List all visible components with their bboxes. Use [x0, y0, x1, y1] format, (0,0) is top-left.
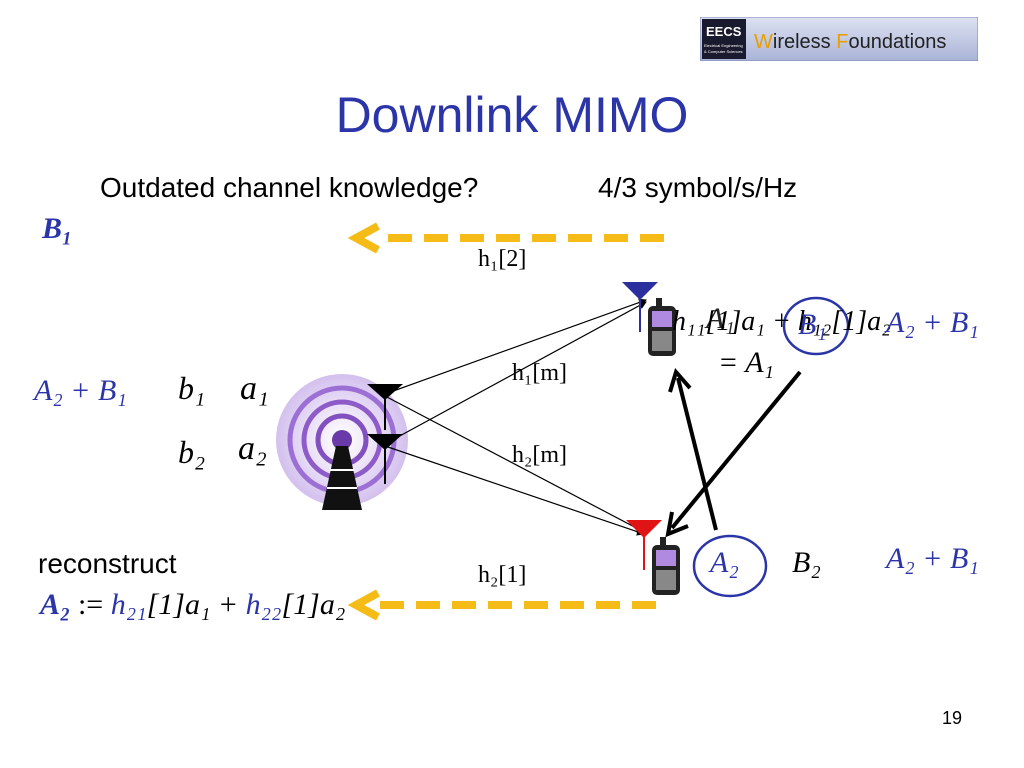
recon-h22: h₂₂ [245, 588, 282, 621]
label-h1-m: h₁[m] [512, 360, 568, 386]
label-b1-symbol: b₁ [178, 370, 206, 406]
rx1-a1-overlay: A₁ [706, 302, 735, 335]
logo-w: W [754, 31, 773, 53]
recon-mid-2: [1]a₂ [281, 588, 346, 621]
subtitle-rate: 4/3 symbol/s/Hz [598, 172, 798, 203]
logo-tag: EECS [706, 24, 742, 39]
exchange-arrows [665, 367, 802, 538]
b1-circle [782, 296, 850, 356]
rx1-equals-a1: = A₁ [718, 346, 774, 379]
rx2-phone-icon [652, 537, 680, 595]
bottom-yellow-arrow [347, 589, 656, 621]
recon-assign: := [70, 588, 111, 621]
label-b1-top: B₁ [42, 212, 73, 245]
label-b2-symbol: b₂ [178, 434, 206, 470]
rx1-a2-plus-b1: A₂ + B₁ [886, 306, 979, 339]
slide-title: Downlink MIMO [335, 87, 689, 143]
label-a2-symbol: a₂ [238, 430, 267, 467]
rx2-antenna-icon [626, 520, 662, 570]
label-a1-symbol: a₁ [240, 370, 269, 407]
rx1-b1-circled: B₁ [798, 308, 827, 341]
rx1-phone-icon [648, 298, 676, 356]
rx1-expression: h₁₁[1]a₁ + h₁₂[1]a₂ [672, 306, 891, 337]
logo-oundations: oundations [848, 31, 946, 53]
reconstruct-formula: A₂ := h₂₁[1]a₁ + h₂₂[1]a₂ [40, 588, 345, 622]
logo-f: F [836, 31, 848, 53]
tx-antenna-1-icon [367, 384, 403, 430]
svg-text:Wireless Foundations: Wireless Foundations [754, 31, 946, 53]
channel-lines [384, 298, 647, 536]
recon-h21: h₂₁ [110, 588, 147, 621]
label-a2-plus-b1-left: A₂ + B₁ [34, 374, 127, 407]
tx-antenna-2-icon [367, 434, 403, 484]
reconstruct-label: reconstruct [38, 548, 177, 579]
wireless-foundations-logo: EECS Electrical Engineering & Computer S… [700, 17, 978, 61]
recon-mid-1: [1]a₁ + [146, 588, 246, 621]
subtitle-question: Outdated channel knowledge? [100, 172, 479, 203]
logo-subtag-2: & Computer Sciences [704, 49, 743, 54]
rx2-a2-plus-b1: A₂ + B₁ [886, 542, 979, 575]
a2-circle [692, 534, 768, 598]
label-h2-m: h₂[m] [512, 442, 568, 468]
logo-ireless: ireless [773, 31, 836, 53]
label-h2-1: h₂[1] [478, 562, 527, 588]
logo-subtag-1: Electrical Engineering [704, 43, 743, 48]
label-h1-2: h₁[2] [478, 246, 527, 272]
rx1-antenna-icon [622, 282, 658, 332]
recon-a2: A₂ [40, 588, 71, 621]
slide-number: 19 [941, 708, 962, 728]
rx2-a2-circled: A₂ [710, 546, 739, 579]
top-yellow-arrow [347, 222, 664, 254]
rx2-b2: B₂ [792, 546, 821, 579]
